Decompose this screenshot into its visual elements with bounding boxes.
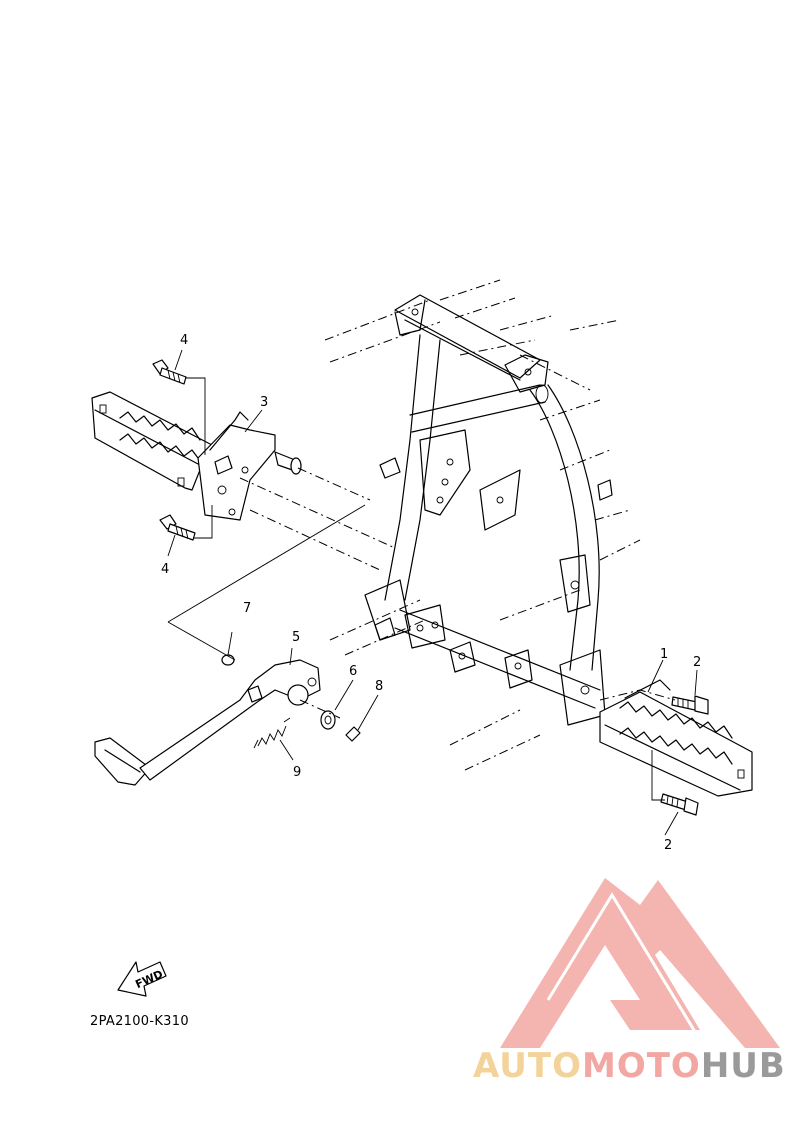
right-footrest: [599, 679, 753, 797]
washer-6: [320, 710, 336, 730]
watermark-wordmark: AUTOMOTOHUB: [473, 1046, 786, 1086]
watermark-moto: MOTO: [581, 1046, 701, 1086]
bolt-upper-right: [671, 695, 709, 715]
callout-2-upper: 2: [693, 655, 701, 670]
callout-3: 3: [260, 395, 268, 410]
frame-assembly: [324, 279, 641, 771]
diagram-part-code: 2PA2100-K310: [90, 1014, 189, 1029]
left-footrest-bracket: [197, 411, 302, 521]
left-footrest: [91, 391, 213, 491]
fwd-arrow-icon: FWD: [117, 961, 167, 997]
clip-8: [345, 726, 361, 742]
callout-7: 7: [243, 601, 251, 616]
callout-6: 6: [349, 664, 357, 679]
bolt-lower-left: [159, 514, 196, 541]
callout-2-lower: 2: [664, 838, 672, 853]
leader-lines: [167, 349, 698, 836]
watermark-logo-icon: [500, 878, 780, 1048]
watermark-auto: AUTO: [473, 1046, 582, 1086]
callout-4-lower: 4: [161, 562, 169, 577]
watermark-hub: HUB: [700, 1046, 786, 1086]
brake-pedal: [94, 659, 321, 786]
callout-1: 1: [660, 647, 668, 662]
callout-4-upper: 4: [180, 333, 188, 348]
bolt-lower-right: [660, 793, 699, 816]
bolt-upper-left: [152, 359, 187, 385]
callout-9: 9: [293, 765, 301, 780]
callout-5: 5: [292, 630, 300, 645]
return-spring: [253, 717, 291, 749]
callout-8: 8: [375, 679, 383, 694]
